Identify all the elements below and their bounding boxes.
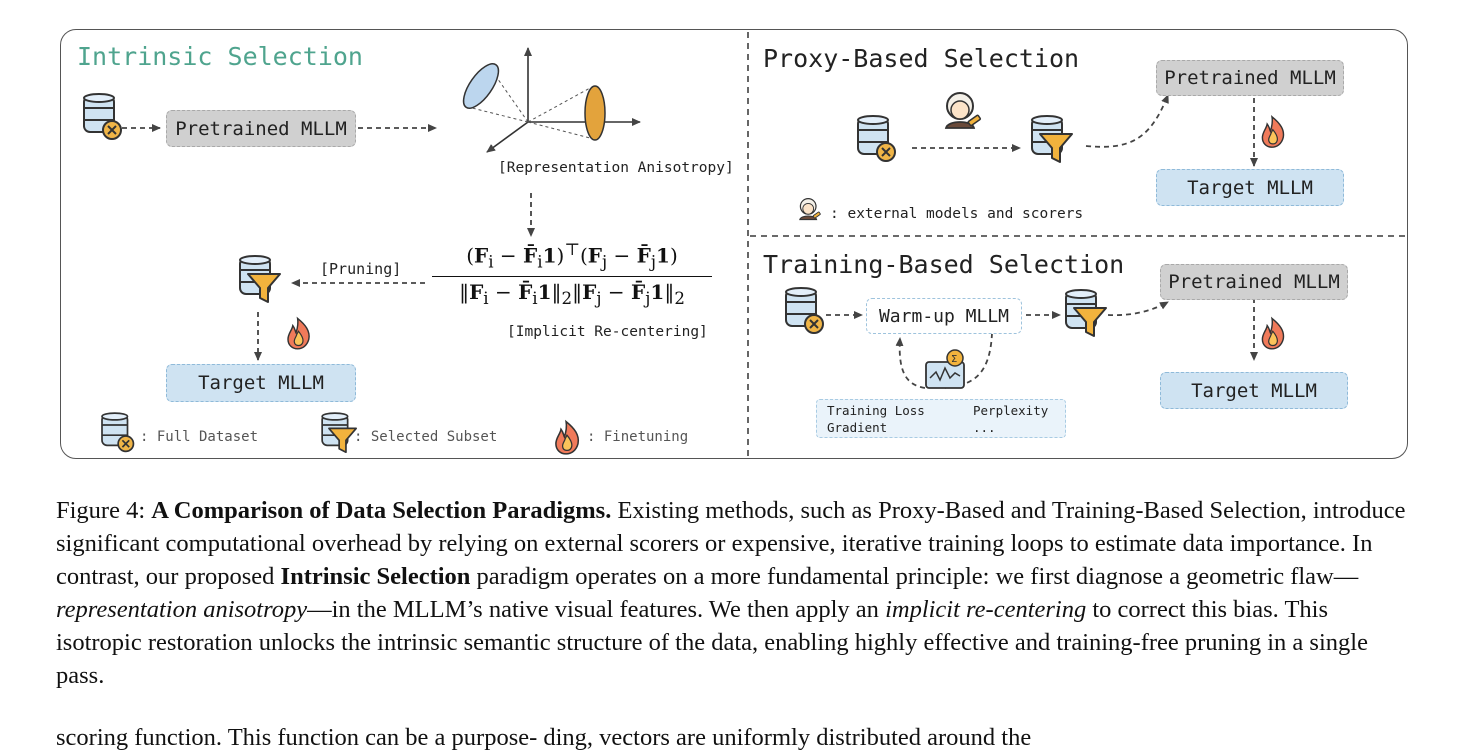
- legend-selected-subset-icon: [322, 413, 356, 452]
- caption-text-4: to correct this bias. This isotropic res…: [56, 596, 1368, 689]
- caption-italic-2: implicit re-centering: [885, 596, 1087, 623]
- cut-off-body-line: scoring function. This function can be a…: [56, 724, 1032, 751]
- proxy-selected-subset-icon: [1032, 116, 1072, 162]
- legend-full-dataset-icon: [102, 413, 133, 451]
- proxy-flame-icon: [1261, 116, 1285, 148]
- proxy-target-chip: Target MLLM: [1156, 169, 1344, 206]
- selected-subset-icon: [240, 256, 280, 302]
- loss-chart-icon: Σ: [925, 349, 965, 389]
- proxy-pretrained-chip: Pretrained MLLM: [1156, 60, 1344, 96]
- legend-finetuning: : Finetuning: [587, 429, 689, 445]
- full-dataset-icon: [84, 94, 121, 139]
- figure-caption: Figure 4: A Comparison of Data Selection…: [56, 494, 1418, 692]
- caption-italic-1: representation anisotropy: [56, 596, 308, 623]
- judge-icon: [945, 92, 982, 129]
- legend-selected-subset: : Selected Subset: [354, 429, 498, 445]
- pruning-label: [Pruning]: [320, 260, 402, 278]
- training-title: Training-Based Selection: [763, 250, 1125, 279]
- training-selected-subset-icon: [1066, 290, 1106, 336]
- caption-bold-title: A Comparison of Data Selection Paradigms…: [151, 497, 612, 524]
- legend-judge-icon: [799, 198, 822, 221]
- metric-perplexity: Perplexity: [973, 403, 1049, 418]
- caption-text-2: paradigm operates on a more fundamental …: [470, 563, 1359, 590]
- caption-bold-2: Intrinsic Selection: [280, 563, 471, 590]
- training-full-dataset-icon: [786, 288, 823, 333]
- proxy-title: Proxy-Based Selection: [763, 44, 1080, 73]
- intrinsic-target-chip: Target MLLM: [166, 364, 356, 402]
- proxy-full-dataset-icon: [858, 116, 895, 161]
- intrinsic-pretrained-chip: Pretrained MLLM: [166, 110, 356, 147]
- legend-flame-icon: [555, 420, 580, 455]
- caption-text-1: Existing methods, such as Proxy-Based an…: [56, 497, 1406, 590]
- caption-figure-number: Figure 4:: [56, 497, 146, 524]
- metric-ellipsis: ...: [973, 420, 996, 435]
- figure-frame: [60, 29, 1408, 459]
- caption-text-3: —in the MLLM’s native visual features. W…: [307, 596, 886, 623]
- training-flame-icon: [1261, 317, 1285, 350]
- legend-full-dataset: : Full Dataset: [140, 429, 259, 445]
- metric-gradient: Gradient: [827, 420, 888, 435]
- anisotropy-label: [Representation Anisotropy]: [498, 160, 734, 176]
- warmup-chip: Warm-up MLLM: [866, 298, 1022, 334]
- scorer-note: : external models and scorers: [830, 206, 1084, 222]
- metric-training-loss: Training Loss: [827, 403, 925, 418]
- training-pretrained-chip: Pretrained MLLM: [1160, 264, 1348, 300]
- anisotropy-axes-icon: [462, 47, 641, 153]
- recentering-label: [Implicit Re-centering]: [507, 324, 708, 340]
- intrinsic-title: Intrinsic Selection: [77, 42, 363, 71]
- finetune-flame-icon: [287, 317, 310, 350]
- cosine-formula: (Fi − F̄i1)⊤(Fj − F̄j1) ‖Fi − F̄i1‖2‖Fj …: [432, 240, 712, 308]
- training-metrics-box: Training Loss Perplexity Gradient ...: [816, 399, 1066, 438]
- svg-text:Σ: Σ: [951, 354, 957, 365]
- training-target-chip: Target MLLM: [1160, 372, 1348, 409]
